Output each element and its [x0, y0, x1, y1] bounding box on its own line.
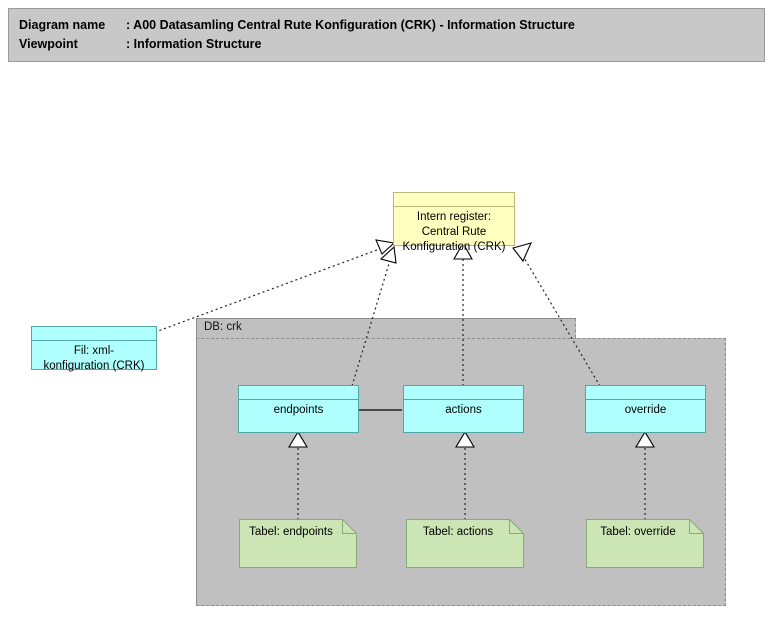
node-header-strip: [394, 193, 514, 207]
note-shape-icon: [586, 519, 704, 568]
diagram-name-value: A00 Datasamling Central Rute Konfigurati…: [133, 18, 575, 32]
node-tabel-endpoints[interactable]: Tabel: endpoints: [239, 519, 357, 568]
node-fil-xml-konfiguration[interactable]: Fil: xml- konfiguration (CRK): [31, 326, 157, 372]
diagram-name-line: Diagram name: A00 Datasamling Central Ru…: [19, 16, 764, 35]
node-tabel-actions[interactable]: Tabel: actions: [406, 519, 524, 568]
node-header-strip: [404, 386, 523, 400]
node-label-tabel-endpoints: Tabel: endpoints: [249, 526, 333, 538]
node-actions[interactable]: actions: [403, 385, 524, 433]
grouping-header-tab: [196, 318, 576, 338]
node-label-endpoints: endpoints: [273, 404, 324, 416]
node-header-strip: [586, 386, 705, 400]
node-label-tabel-actions: Tabel: actions: [422, 526, 494, 538]
node-label-fil-xml-konfiguration: Fil: xml- konfiguration (CRK): [43, 345, 145, 372]
arrowhead-file-to-register: [375, 239, 396, 255]
node-tabel-override[interactable]: Tabel: override: [586, 519, 704, 568]
note-shape-icon: [239, 519, 357, 568]
node-header-strip: [32, 327, 156, 341]
viewpoint-separator: :: [126, 37, 134, 51]
node-header-strip: [239, 386, 358, 400]
note-shape-icon: [406, 519, 524, 568]
grouping-label: DB: crk: [204, 321, 242, 333]
node-intern-register-crk[interactable]: Intern register: Central Rute Konfigurat…: [393, 192, 515, 253]
diagram-name-key: Diagram name: [19, 18, 106, 32]
arrowhead-override-to-register: [512, 242, 532, 263]
arrowhead-endpoints-to-register: [379, 245, 397, 264]
node-override[interactable]: override: [585, 385, 706, 433]
node-label-tabel-override: Tabel: override: [600, 526, 676, 538]
node-label-override: override: [624, 404, 667, 416]
viewpoint-value: Information Structure: [133, 37, 262, 51]
node-endpoints[interactable]: endpoints: [238, 385, 359, 433]
node-label-intern-register: Intern register: Central Rute Konfigurat…: [402, 211, 506, 253]
viewpoint-key: Viewpoint: [19, 37, 78, 51]
diagram-header-banner: Diagram name: A00 Datasamling Central Ru…: [8, 8, 765, 62]
viewpoint-line: Viewpoint: Information Structure: [19, 35, 764, 54]
node-label-actions: actions: [445, 404, 482, 416]
diagram-name-separator: :: [126, 18, 134, 32]
